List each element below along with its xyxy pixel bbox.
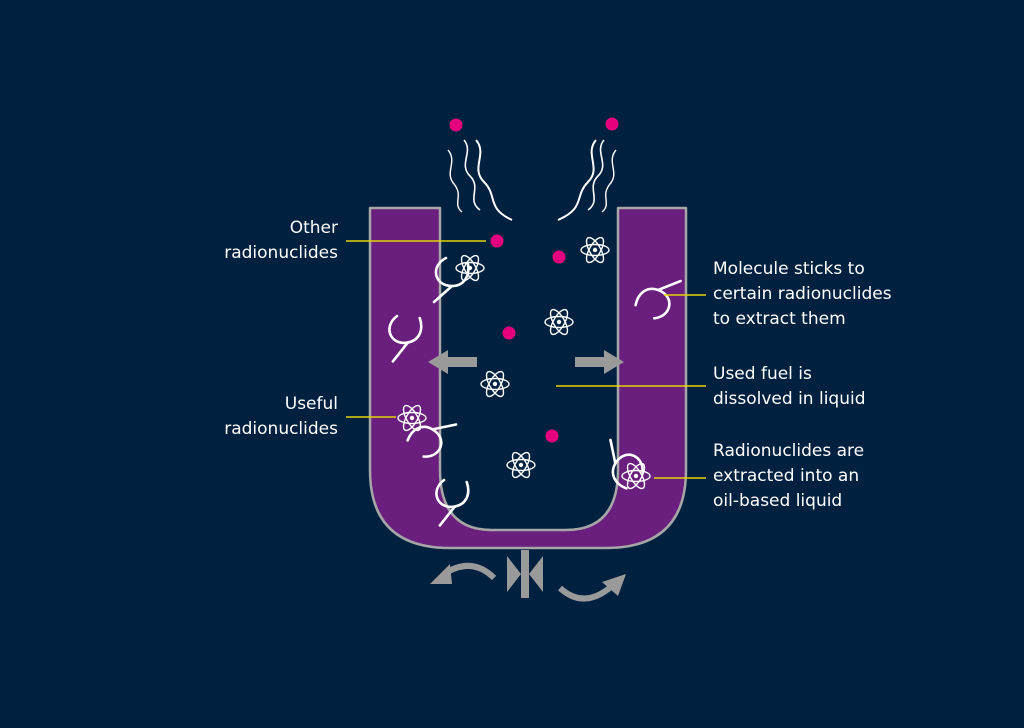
label-useful-radionuclides: Useful radionuclides bbox=[224, 394, 338, 439]
arrow-left-icon bbox=[428, 350, 477, 374]
pink-dot-icon bbox=[449, 118, 463, 132]
label-molecule-sticks: Molecule sticks to certain radionuclides… bbox=[713, 259, 892, 329]
atom-icon bbox=[580, 234, 610, 266]
label-used-fuel: Used fuel is dissolved in liquid bbox=[713, 364, 866, 409]
atom-icon bbox=[480, 368, 510, 400]
rotation-arrows bbox=[430, 563, 626, 602]
oil-layer bbox=[368, 206, 688, 550]
transfer-arrows bbox=[428, 350, 624, 374]
atom-icon bbox=[455, 252, 485, 284]
label-extracted: Radionuclides are extracted into an oil-… bbox=[713, 441, 865, 511]
pink-dot-icon bbox=[490, 234, 504, 248]
atom-icon bbox=[506, 449, 536, 481]
arrow-right-icon bbox=[575, 350, 624, 374]
leader-lines bbox=[346, 240, 706, 479]
pink-dot-icon bbox=[502, 326, 516, 340]
pink-dot-icon bbox=[552, 250, 566, 264]
liquid-contents bbox=[480, 234, 610, 481]
atom-icon bbox=[544, 306, 574, 338]
rotate-left-arrow-icon bbox=[442, 563, 497, 581]
label-other-radionuclides: Other radionuclides bbox=[224, 218, 338, 263]
mixer-valve-icon bbox=[507, 550, 543, 598]
pink-dot-icon bbox=[545, 429, 559, 443]
rotate-right-arrow-icon bbox=[557, 583, 614, 602]
pink-dot-icon bbox=[605, 117, 619, 131]
incoming-particles bbox=[447, 117, 619, 221]
